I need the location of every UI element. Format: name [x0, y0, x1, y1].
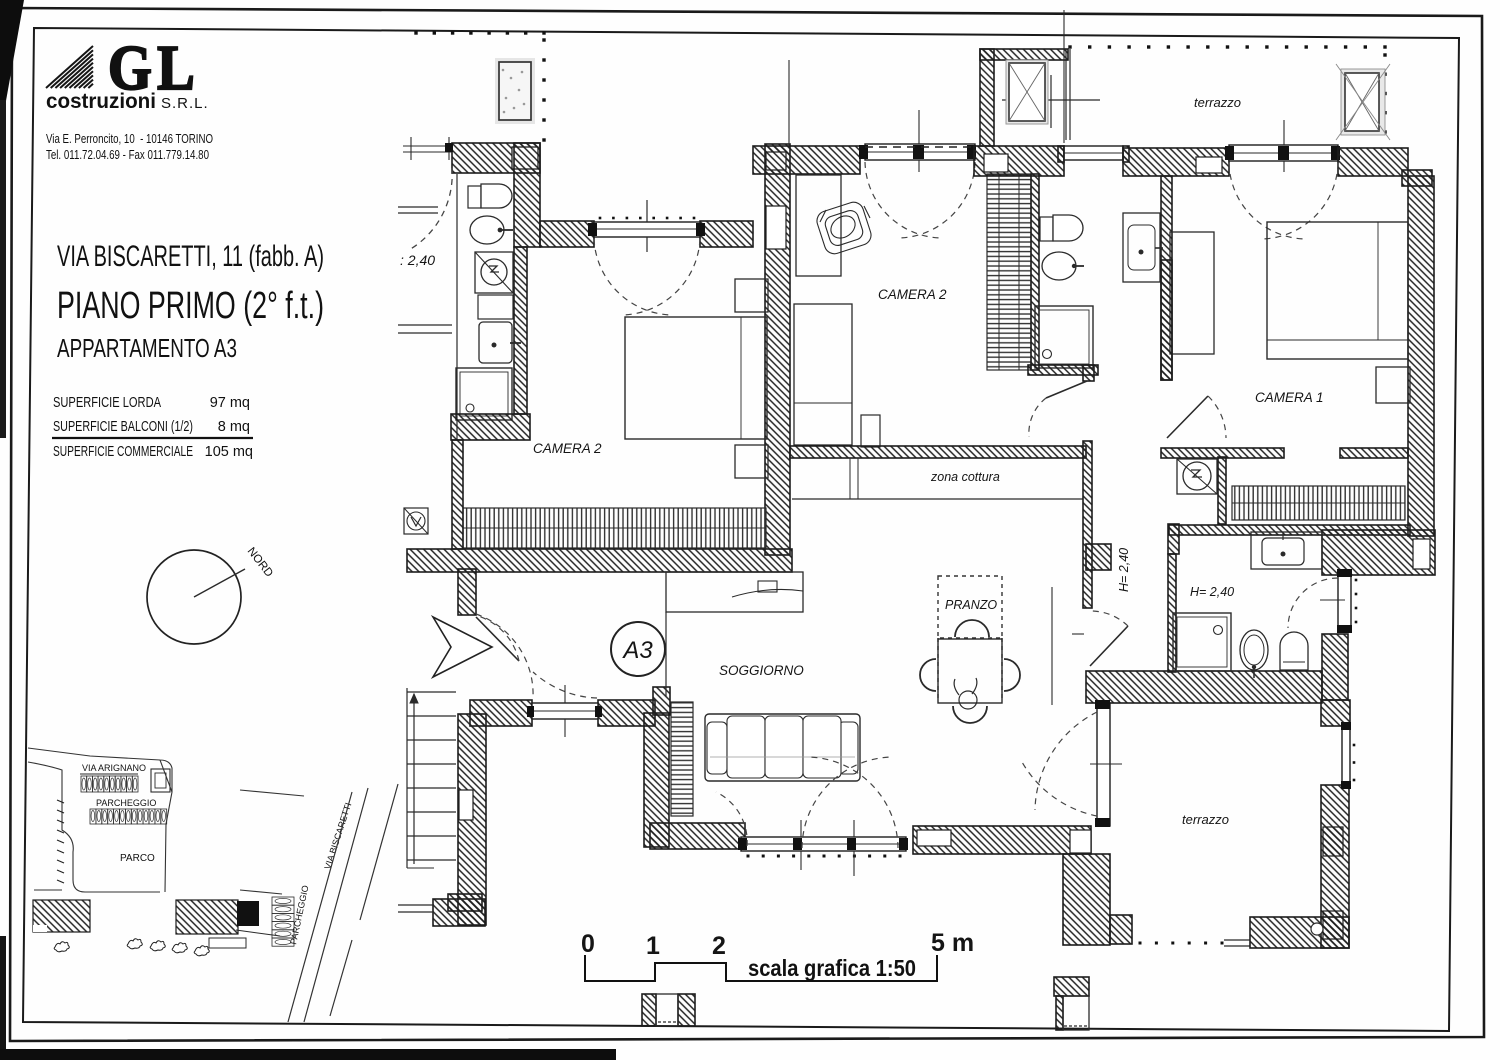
svg-text:S.R.L.: S.R.L.	[161, 95, 209, 112]
svg-text:H= 2,40: H= 2,40	[1190, 585, 1234, 599]
svg-text:VIA ARIGNANO: VIA ARIGNANO	[82, 763, 146, 773]
svg-text:8 mq: 8 mq	[218, 419, 250, 435]
svg-text:terrazzo: terrazzo	[1182, 812, 1229, 827]
svg-text:0: 0	[581, 930, 595, 958]
svg-text:costruzioni: costruzioni	[46, 90, 156, 113]
svg-text:PIANO PRIMO (2° f.t.): PIANO PRIMO (2° f.t.)	[57, 285, 324, 327]
svg-text:PARCHEGGIO: PARCHEGGIO	[96, 798, 156, 808]
svg-text:CAMERA 2: CAMERA 2	[533, 441, 602, 456]
svg-text:SUPERFICIE LORDA: SUPERFICIE LORDA	[53, 395, 161, 411]
svg-text:zona cottura: zona cottura	[930, 470, 1000, 484]
svg-text:SOGGIORNO: SOGGIORNO	[719, 663, 804, 678]
svg-text:1: 1	[646, 932, 660, 960]
svg-text:PARCO: PARCO	[120, 853, 155, 864]
svg-text:2: 2	[712, 932, 726, 960]
svg-text:VIA BISCARETTI, 11 (fabb. A): VIA BISCARETTI, 11 (fabb. A)	[57, 240, 324, 273]
svg-text:SUPERFICIE BALCONI (1/2): SUPERFICIE BALCONI (1/2)	[53, 419, 193, 435]
svg-text:5 m: 5 m	[931, 929, 974, 957]
svg-text:Tel. 011.72.04.69 - Fax 011.77: Tel. 011.72.04.69 - Fax 011.779.14.80	[46, 147, 209, 162]
svg-text:PARCHEGGIO: PARCHEGGIO	[288, 884, 310, 945]
svg-text:terrazzo: terrazzo	[1194, 95, 1241, 110]
svg-text:: 2,40: : 2,40	[400, 252, 435, 268]
svg-text:97 mq: 97 mq	[210, 395, 250, 411]
svg-text:PRANZO: PRANZO	[945, 598, 997, 612]
svg-text:scala grafica 1:50: scala grafica 1:50	[748, 955, 916, 981]
svg-text:Via E. Perroncito, 10 - 10146: Via E. Perroncito, 10 - 10146 TORINO	[46, 131, 213, 146]
svg-text:A3: A3	[621, 637, 653, 664]
svg-text:APPARTAMENTO A3: APPARTAMENTO A3	[57, 333, 237, 363]
svg-text:CAMERA 2: CAMERA 2	[878, 287, 947, 302]
svg-text:SUPERFICIE COMMERCIALE: SUPERFICIE COMMERCIALE	[53, 444, 193, 460]
svg-text:GL: GL	[108, 32, 200, 103]
svg-text:105 mq: 105 mq	[205, 444, 253, 460]
svg-text:CAMERA 1: CAMERA 1	[1255, 390, 1324, 405]
svg-text:NORD: NORD	[245, 545, 275, 579]
svg-text:H= 2,40: H= 2,40	[1117, 548, 1131, 592]
